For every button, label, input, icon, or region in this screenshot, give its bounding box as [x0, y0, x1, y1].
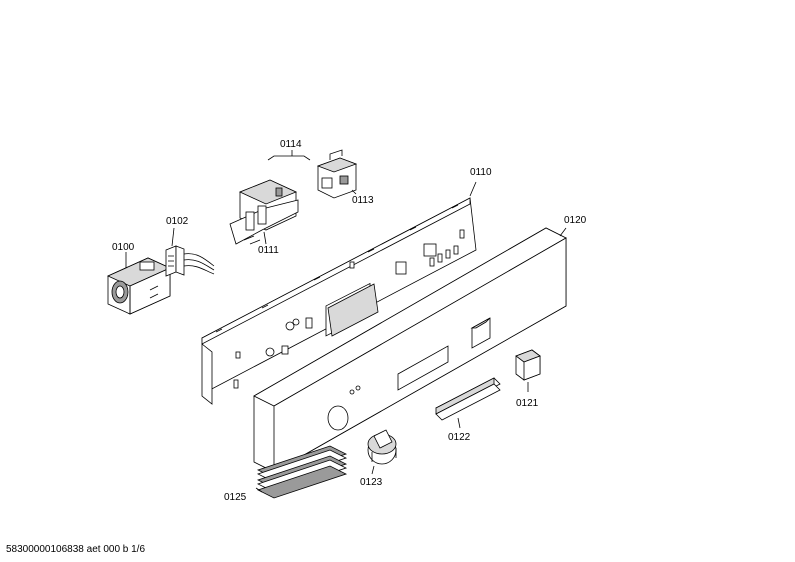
part-0125-gaskets: [256, 445, 348, 499]
label-0110: 0110: [470, 167, 492, 178]
label-0122: 0122: [448, 432, 471, 443]
label-0121: 0121: [516, 398, 539, 409]
label-0125: 0125: [224, 492, 247, 503]
leader-0122: [457, 417, 461, 429]
label-0102: 0102: [166, 216, 189, 227]
part-0123-knob: [367, 429, 397, 465]
part-0102-connector: [165, 245, 215, 277]
label-0111: 0111: [258, 245, 279, 256]
label-0120: 0120: [564, 215, 587, 226]
part-0113-switch: [316, 149, 358, 199]
label-0113: 0113: [352, 195, 374, 206]
leader-0110: [469, 181, 477, 197]
leader-0120: [559, 227, 567, 237]
part-0100-module: [107, 257, 171, 315]
label-0123: 0123: [360, 477, 383, 488]
leader-0123: [371, 465, 375, 475]
part-0122-strip: [435, 377, 501, 421]
part-0121-button: [515, 349, 541, 381]
label-0114: 0114: [280, 139, 302, 150]
part-0111-bracket: [229, 179, 299, 245]
document-footer: 58300000106838 aet 000 b 1/6: [6, 544, 145, 555]
leader-0102: [171, 227, 175, 247]
part-0110-frame: [201, 197, 477, 405]
label-0100: 0100: [112, 242, 135, 253]
part-0120-fascia: [253, 227, 567, 473]
leader-0125: [255, 487, 263, 493]
part-0114-clip: [267, 155, 311, 161]
leader-0111: [263, 231, 267, 245]
leader-0113: [351, 189, 357, 195]
